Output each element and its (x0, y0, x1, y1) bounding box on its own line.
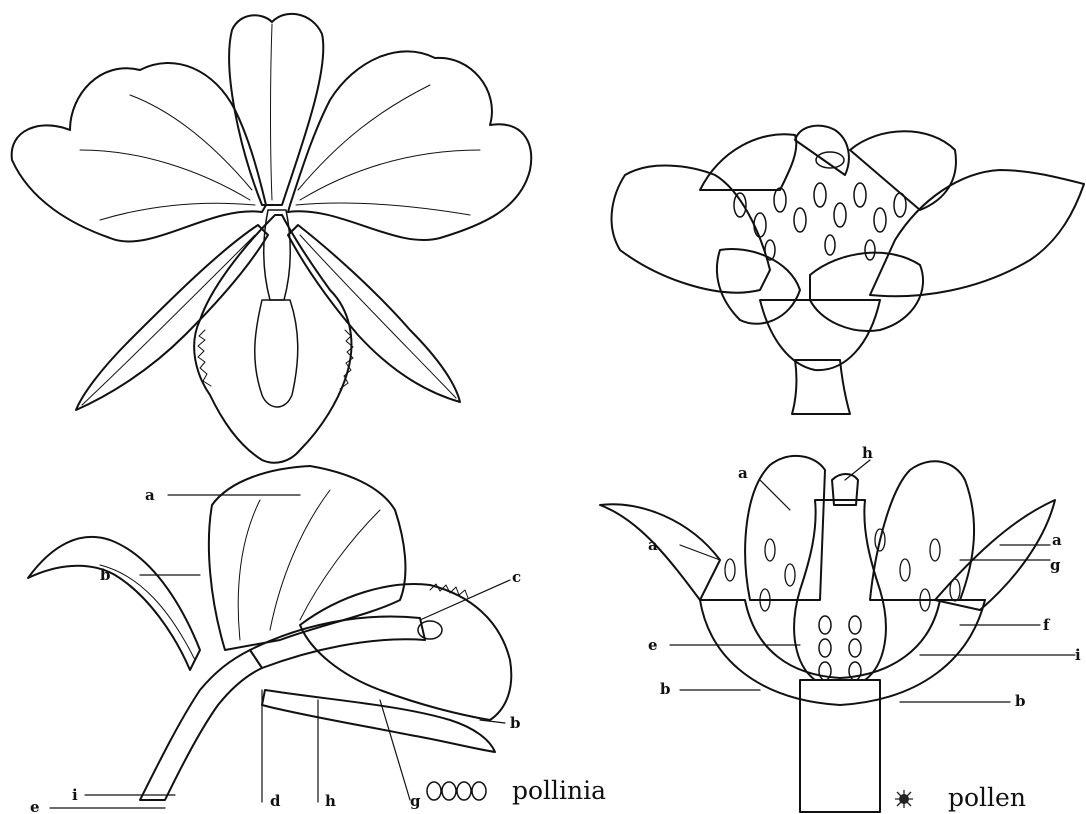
label-a-flower-left: a (648, 536, 658, 554)
label-h-flower: h (862, 444, 873, 462)
label-c: c (512, 568, 521, 586)
label-b-lower: b (510, 714, 521, 732)
label-i-flower: i (1075, 646, 1081, 664)
label-a-flower-top: a (738, 464, 748, 482)
label-i: i (72, 786, 78, 804)
flower-side-view (612, 126, 1084, 414)
pollinia-icon (427, 782, 486, 800)
legend: pollinia pollen (427, 776, 1026, 812)
legend-pollinia-label: pollinia (512, 776, 606, 805)
label-b-flower-right: b (1015, 692, 1026, 710)
label-e: e (30, 798, 40, 814)
orchid-front-view (12, 14, 532, 463)
label-e-flower: e (648, 636, 658, 654)
pollen-icon (895, 790, 913, 808)
label-g: g (410, 792, 421, 810)
label-a-flower-right: a (1052, 531, 1062, 549)
label-d: d (270, 792, 281, 810)
flower-cross-section: h a a a g f e i b b (600, 444, 1081, 812)
label-a: a (145, 486, 155, 504)
label-b-flower-left: b (660, 680, 671, 698)
label-h: h (325, 792, 336, 810)
label-g-flower: g (1050, 556, 1061, 574)
label-b: b (100, 566, 111, 584)
label-f-flower: f (1043, 616, 1051, 634)
legend-pollen-label: pollen (948, 783, 1026, 812)
orchid-cross-section: a b c b i e d h g (28, 466, 521, 814)
